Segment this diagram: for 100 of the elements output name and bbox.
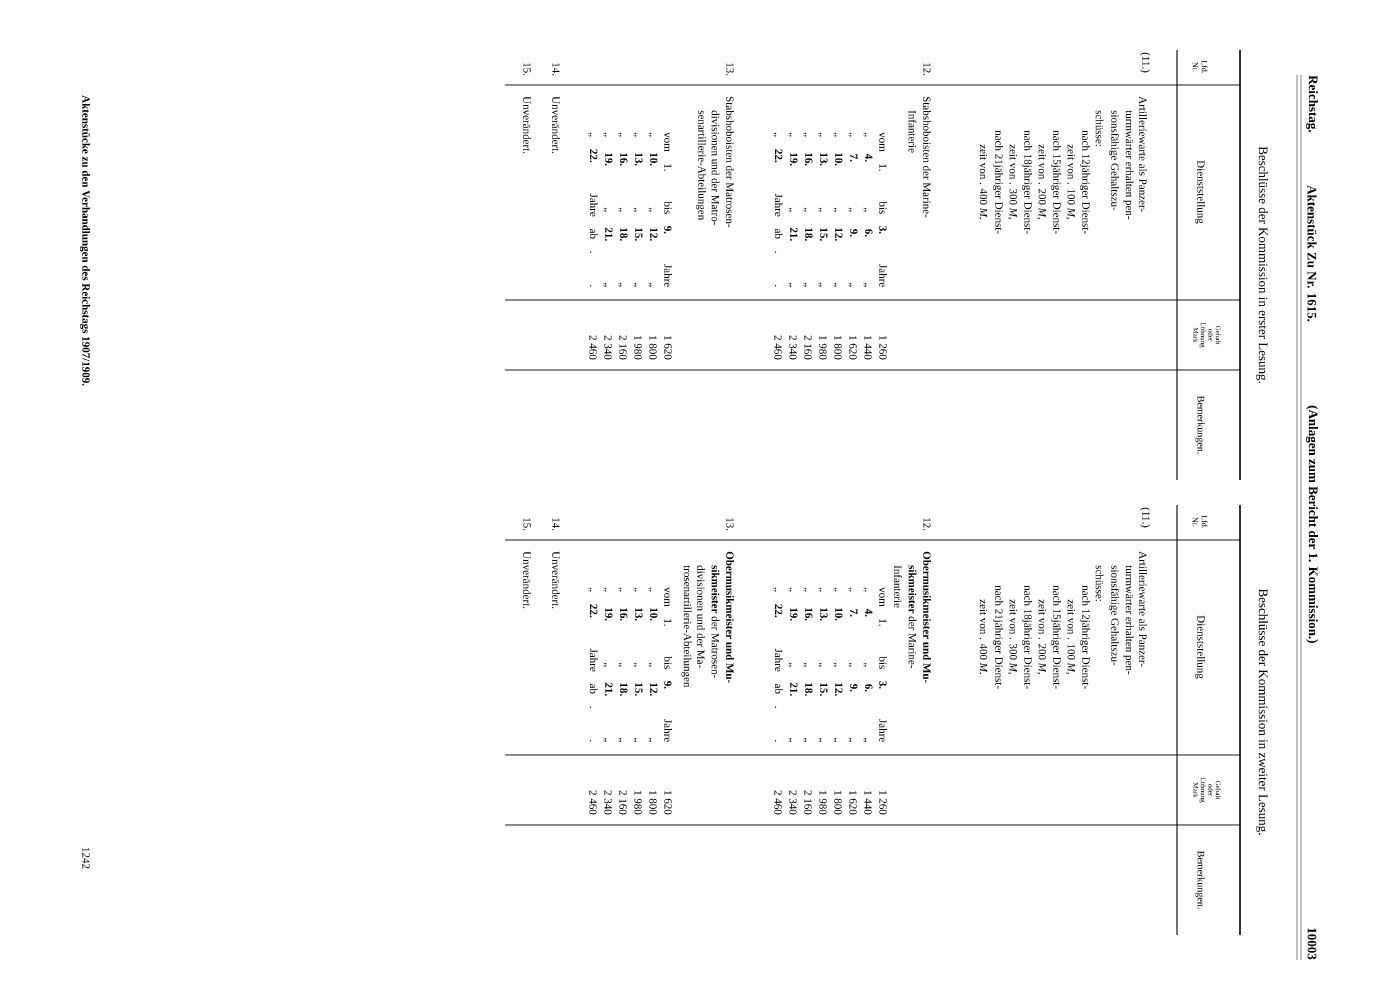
table-text: vom 1. bis 3. Jahre xyxy=(879,132,887,287)
column-heading: Lfd. Nr. xyxy=(1192,515,1208,529)
table-text: Stabshoboisten der Matrosen- xyxy=(726,96,734,228)
salary-amount: 1 260 xyxy=(879,791,887,815)
salary-amount: 1 980 xyxy=(634,791,642,815)
column-heading: Bemerkungen. xyxy=(1195,396,1205,454)
table-text: Obermusikmeister und Mu- xyxy=(923,551,931,683)
salary-amount: 2 460 xyxy=(774,335,782,360)
table-text: Unverändert. xyxy=(552,96,560,154)
row-number: 12. xyxy=(923,63,931,76)
column-heading: Lfd. Nr. xyxy=(1192,60,1208,74)
table-text: zeit von . 200 M, xyxy=(1037,599,1046,674)
row-number: 13. xyxy=(726,63,734,76)
table-text: „ 19. „ 21. „ xyxy=(603,587,613,742)
running-head: (Anlagen zum Bericht der 1. Kommission.) xyxy=(1306,405,1318,643)
table-text: „ 19. „ 21. „ xyxy=(788,132,798,287)
table-text: zeit von . 200 M, xyxy=(1037,144,1046,219)
table-text: vom 1. bis 9. Jahre xyxy=(664,587,672,742)
salary-amount: 1 440 xyxy=(864,336,872,360)
table-text: „ 22. Jahre ab . . xyxy=(588,587,598,742)
table-text: zeit von . 400 M. xyxy=(979,599,988,674)
table-text: zeit von . 300 M, xyxy=(1008,599,1017,674)
row-number: 14. xyxy=(552,518,560,531)
table-text: „ 16. „ 18. „ xyxy=(803,587,813,742)
row-number: 15. xyxy=(523,518,531,531)
table-text: Artilleriewarte als Panzer- xyxy=(1139,96,1147,212)
salary-amount: 1 620 xyxy=(849,336,857,360)
salary-amount: 1 620 xyxy=(664,791,672,815)
table-text: „ 22. Jahre ab . . xyxy=(588,132,598,287)
page-number: 1242 xyxy=(82,847,90,869)
table-text: „ 16. „ 18. „ xyxy=(618,587,628,742)
table-text: nach 18jähriger Dienst- xyxy=(1022,130,1032,234)
table-text: Unverändert. xyxy=(523,551,531,609)
table-text: „ 22. Jahre ab . . xyxy=(773,587,783,742)
table-text: Stabshoboisten der Marine- xyxy=(923,96,931,218)
table-text: nach 21jähriger Dienst- xyxy=(993,585,1003,689)
salary-amount: 2 460 xyxy=(589,790,597,815)
row-number: (11.) xyxy=(1140,507,1150,528)
salary-amount: 1 980 xyxy=(634,336,642,360)
salary-amount: 1 620 xyxy=(849,791,857,815)
table-text: Unverändert. xyxy=(523,96,531,154)
table-text: schüsse: xyxy=(1095,110,1104,146)
table-text: „ 10. „ 12. „ xyxy=(833,132,843,287)
salary-amount: 1 440 xyxy=(864,791,872,815)
table-text: zeit von . 400 M. xyxy=(979,144,988,219)
table-text: divisionen und der Ma- xyxy=(697,565,705,668)
table-text: senartillerie-Abteilungen xyxy=(696,110,706,220)
table-text: nach 12jähriger Dienst- xyxy=(1080,585,1090,689)
salary-amount: 1 260 xyxy=(879,336,887,360)
salary-amount: 1 800 xyxy=(649,336,657,360)
table-text: sionsfähige Gehaltszu- xyxy=(1108,110,1120,211)
table-text: divisionen und der Matro- xyxy=(711,110,720,225)
column-heading: Dienststellung xyxy=(1195,160,1205,224)
table-text: „ 16. „ 18. „ xyxy=(803,132,813,287)
table-text: „ 4. „ 6. „ xyxy=(863,587,873,742)
table-text: vom 1. bis 9. Jahre xyxy=(664,132,672,287)
table-text: „ 10. „ 12. „ xyxy=(833,587,843,742)
salary-amount: 1 800 xyxy=(649,791,657,815)
row-number: (11.) xyxy=(1140,52,1150,73)
salary-amount: 1 620 xyxy=(664,336,672,360)
section-heading: Beschlüsse der Kommission in zweiter Lesung. xyxy=(1256,588,1268,835)
table-text: „ 10. „ 12. „ xyxy=(648,132,658,287)
table-text: nach 15jähriger Dienst- xyxy=(1051,130,1061,234)
running-head: Reichstag. xyxy=(1306,75,1318,133)
table-text: Infanterie xyxy=(908,110,917,153)
table-text: „ 13. „ 15. „ xyxy=(818,587,828,742)
column-heading: Bemerkungen. xyxy=(1195,851,1205,909)
table-text: trosenartillerie-Abteilungen xyxy=(681,565,692,688)
salary-amount: 1 980 xyxy=(819,791,827,815)
table-text: schüsse: xyxy=(1095,565,1104,601)
salary-amount: 2 340 xyxy=(604,335,612,360)
row-number: 13. xyxy=(726,518,734,531)
table-text: Artilleriewarte als Panzer- xyxy=(1139,551,1147,667)
table-text: nach 12jähriger Dienst- xyxy=(1080,130,1090,234)
salary-amount: 2 160 xyxy=(804,335,812,360)
table-text: nach 18jähriger Dienst- xyxy=(1022,585,1032,689)
running-head: Aktenstück Zu Nr. 1615. xyxy=(1307,185,1317,322)
salary-amount: 1 800 xyxy=(834,791,842,815)
salary-amount: 2 460 xyxy=(774,790,782,815)
table-text: turmwärter erhalten pen- xyxy=(1123,565,1134,675)
table-text: sikmeister der Matrosen- xyxy=(711,565,720,678)
table-text: Unverändert. xyxy=(552,551,560,609)
row-number: 12. xyxy=(923,518,931,531)
table-text: „ 13. „ 15. „ xyxy=(818,132,828,287)
table-text: „ 19. „ 21. „ xyxy=(603,132,613,287)
salary-amount: 2 160 xyxy=(804,790,812,815)
salary-amount: 1 800 xyxy=(834,336,842,360)
table-text: „ 7. „ 9. „ xyxy=(848,132,858,287)
table-text: turmwärter erhalten pen- xyxy=(1123,110,1134,220)
salary-amount: 2 340 xyxy=(604,790,612,815)
salary-amount: 2 340 xyxy=(789,790,797,815)
table-text: nach 21jähriger Dienst- xyxy=(993,130,1003,234)
salary-amount: 2 160 xyxy=(619,790,627,815)
salary-amount: 1 980 xyxy=(819,336,827,360)
table-text: „ 19. „ 21. „ xyxy=(788,587,798,742)
footer-line: Aktenstücke zu den Verhandlungen des Reichstags 1907/1909. xyxy=(80,95,91,386)
salary-amount: 2 460 xyxy=(589,335,597,360)
table-text: zeit von . 100 M, xyxy=(1066,144,1075,219)
table-text: zeit von . 100 M, xyxy=(1066,599,1075,674)
salary-amount: 2 340 xyxy=(789,335,797,360)
